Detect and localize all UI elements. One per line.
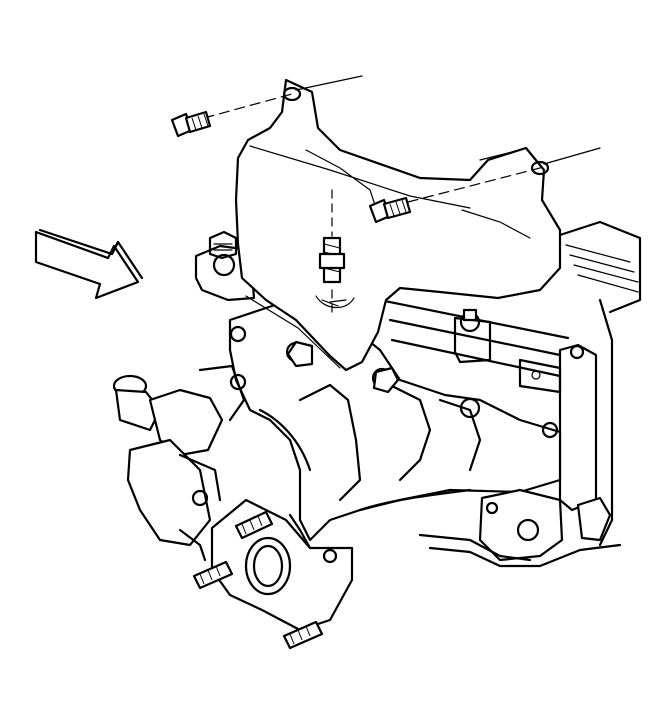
manifold-studs-icon: [192, 340, 400, 650]
heat-shield-icon: [234, 78, 562, 372]
heat-shield-bolt-left-icon: [170, 75, 363, 138]
heat-shield-stud-center-icon: [318, 189, 346, 317]
coolant-outlet-housing: [112, 364, 246, 562]
lower-bracket-right: [418, 488, 622, 568]
heat-shield-bolt-right-icon: [368, 147, 601, 224]
direction-arrow-icon: [34, 228, 144, 300]
cylinder-head: [378, 220, 642, 547]
